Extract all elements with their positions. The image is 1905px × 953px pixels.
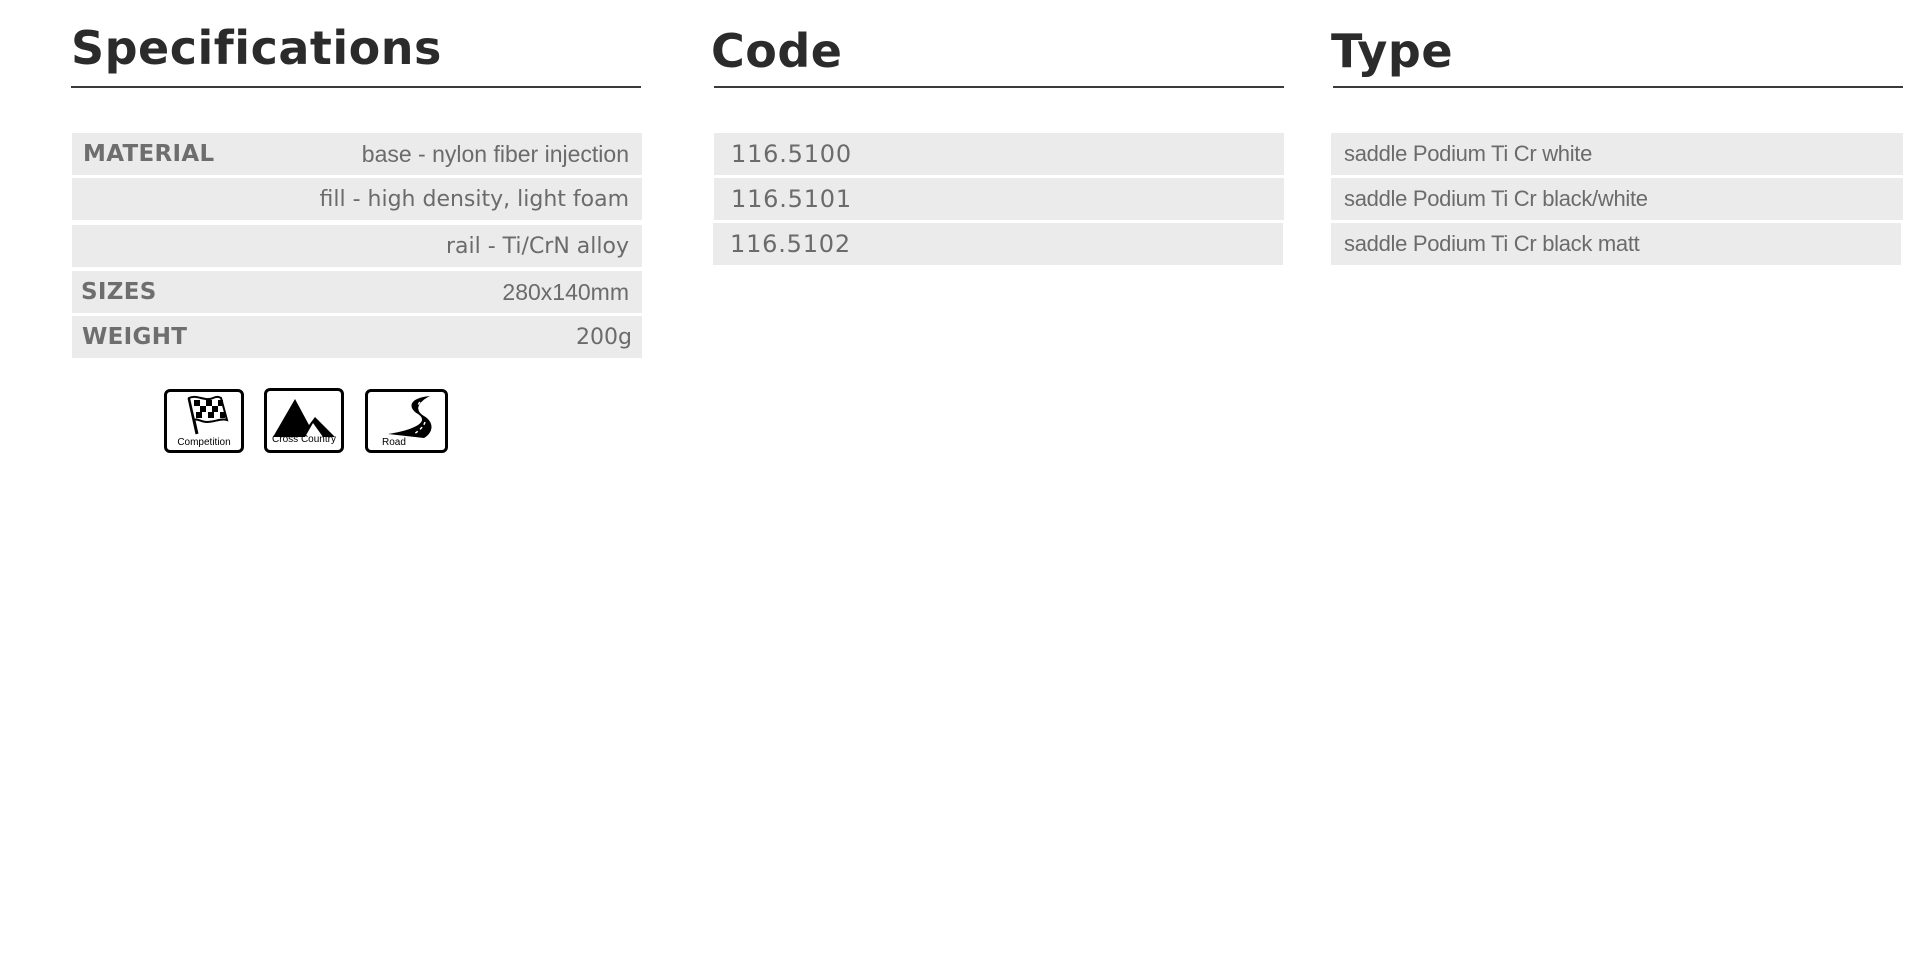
spec-row-weight: WEIGHT 200g xyxy=(72,316,642,358)
code-heading: Code xyxy=(711,24,843,78)
competition-badge: Competition xyxy=(164,389,244,453)
type-row: saddle Podium Ti Cr white xyxy=(1331,133,1903,175)
spec-row-sizes: SIZES 280x140mm xyxy=(72,271,642,313)
spec-row-fill: fill - high density, light foam xyxy=(72,178,642,220)
product-code: 116.5102 xyxy=(730,230,851,258)
cross-country-badge: Cross Country xyxy=(264,388,344,453)
specifications-divider xyxy=(71,86,641,88)
road-icon xyxy=(388,396,432,438)
checkered-flag-icon xyxy=(187,395,229,435)
type-heading: Type xyxy=(1331,24,1454,78)
road-badge: Road xyxy=(365,389,448,453)
spec-value: base - nylon fiber injection xyxy=(361,140,629,167)
product-code: 116.5100 xyxy=(731,140,852,168)
badge-label: Competition xyxy=(177,437,231,448)
spec-value: fill - high density, light foam xyxy=(319,186,629,212)
badge-label: Road xyxy=(382,437,406,448)
spec-value: rail - Ti/CrN alloy xyxy=(445,233,629,259)
spec-label: MATERIAL xyxy=(83,141,215,167)
spec-row-rail: rail - Ti/CrN alloy xyxy=(72,225,642,267)
product-type: saddle Podium Ti Cr black/white xyxy=(1344,186,1648,211)
product-code: 116.5101 xyxy=(731,185,852,213)
spec-value: 200g xyxy=(576,324,632,350)
product-type: saddle Podium Ti Cr white xyxy=(1344,141,1593,166)
mountain-icon xyxy=(273,399,335,437)
spec-label: SIZES xyxy=(81,279,157,305)
type-row: saddle Podium Ti Cr black/white xyxy=(1331,178,1903,220)
type-divider xyxy=(1333,86,1903,88)
code-row: 116.5101 xyxy=(714,178,1284,220)
spec-label: WEIGHT xyxy=(82,324,188,350)
spec-value: 280x140mm xyxy=(502,278,629,305)
product-type: saddle Podium Ti Cr black matt xyxy=(1344,231,1640,256)
code-divider xyxy=(714,86,1284,88)
badge-label: Cross Country xyxy=(272,434,336,445)
type-row: saddle Podium Ti Cr black matt xyxy=(1331,223,1901,265)
code-row: 116.5100 xyxy=(714,133,1284,175)
code-row: 116.5102 xyxy=(713,223,1283,265)
spec-row-material: MATERIAL base - nylon fiber injection xyxy=(72,133,642,175)
specifications-heading: Specifications xyxy=(71,21,442,75)
